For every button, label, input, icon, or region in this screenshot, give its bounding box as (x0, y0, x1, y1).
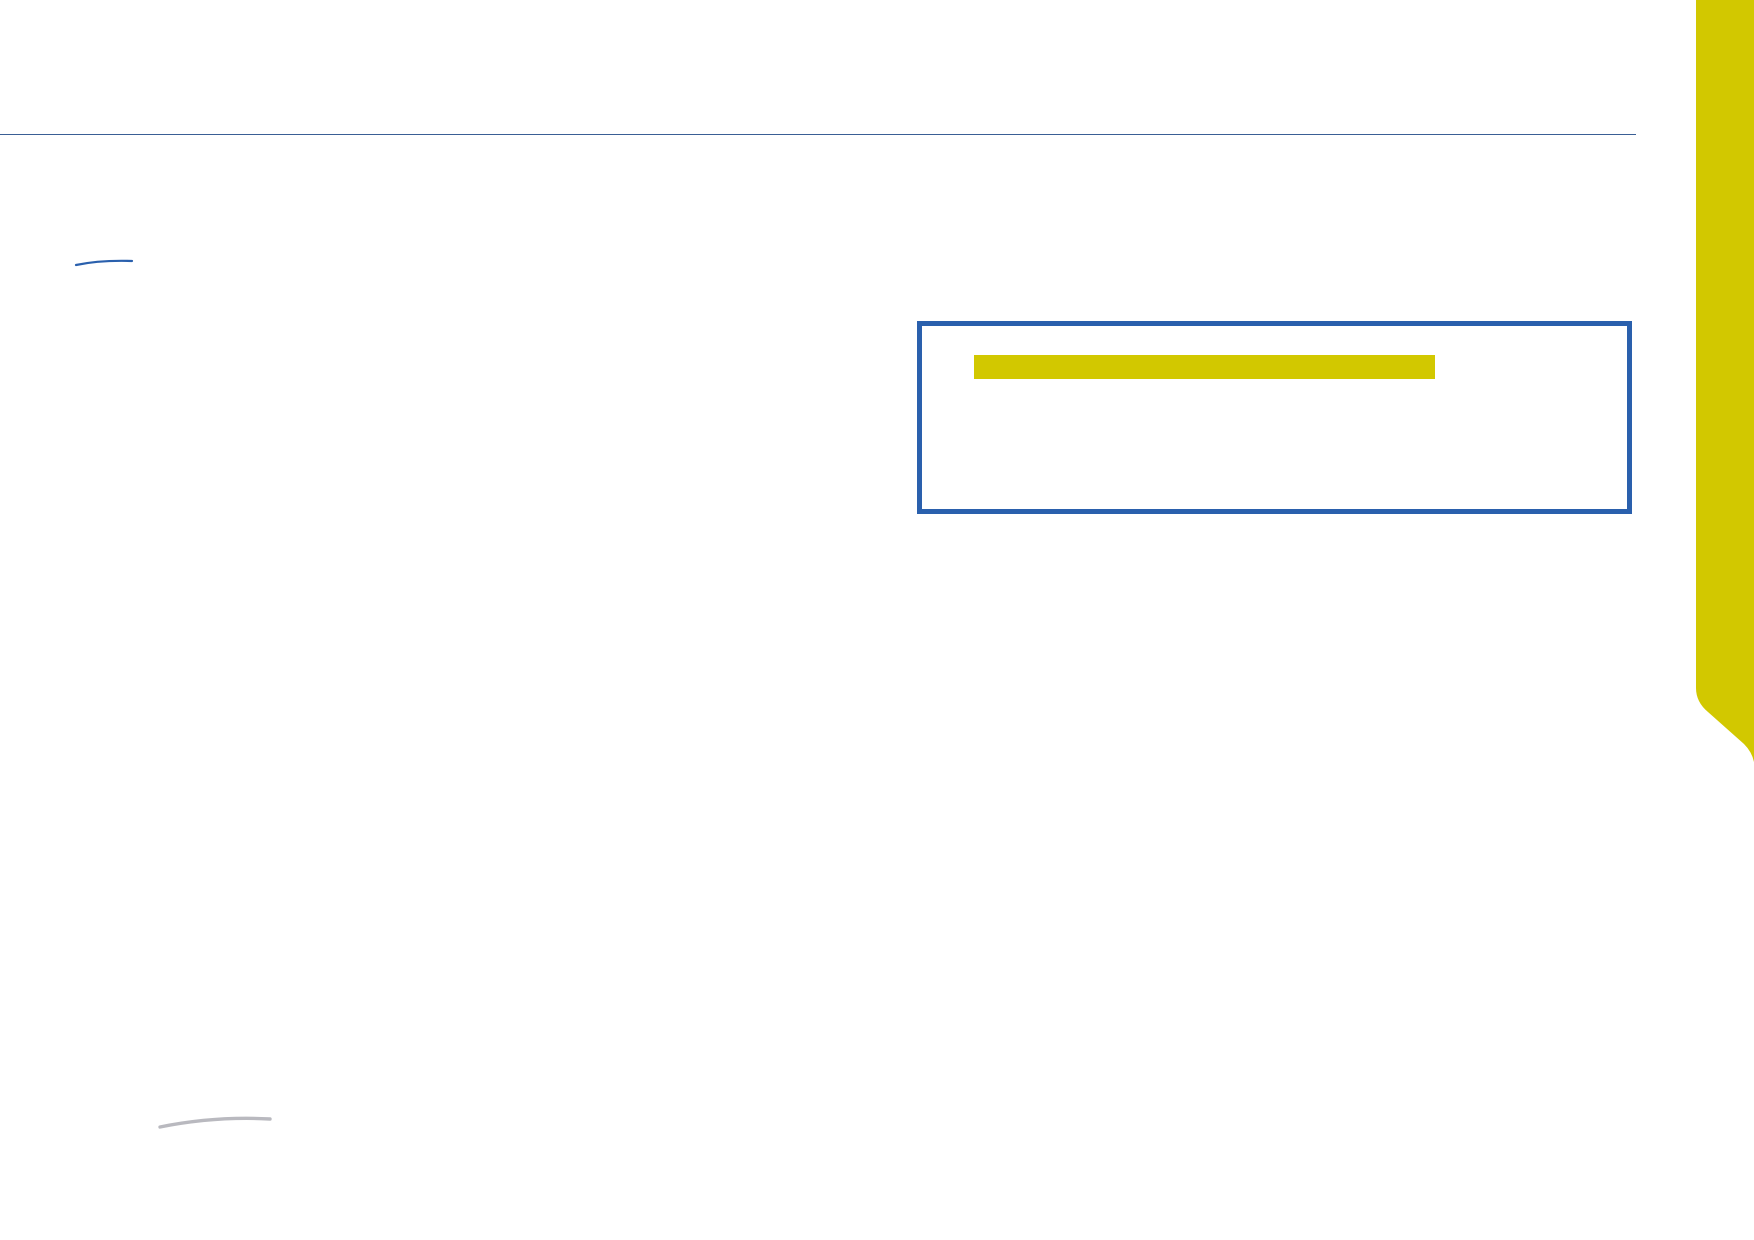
top-pen-stroke (74, 259, 134, 267)
header-divider (0, 134, 1636, 135)
callout-box (917, 321, 1632, 514)
callout-highlight-bar (974, 355, 1435, 379)
bottom-pen-stroke (158, 1116, 272, 1129)
side-tab-shape (1696, 0, 1754, 762)
